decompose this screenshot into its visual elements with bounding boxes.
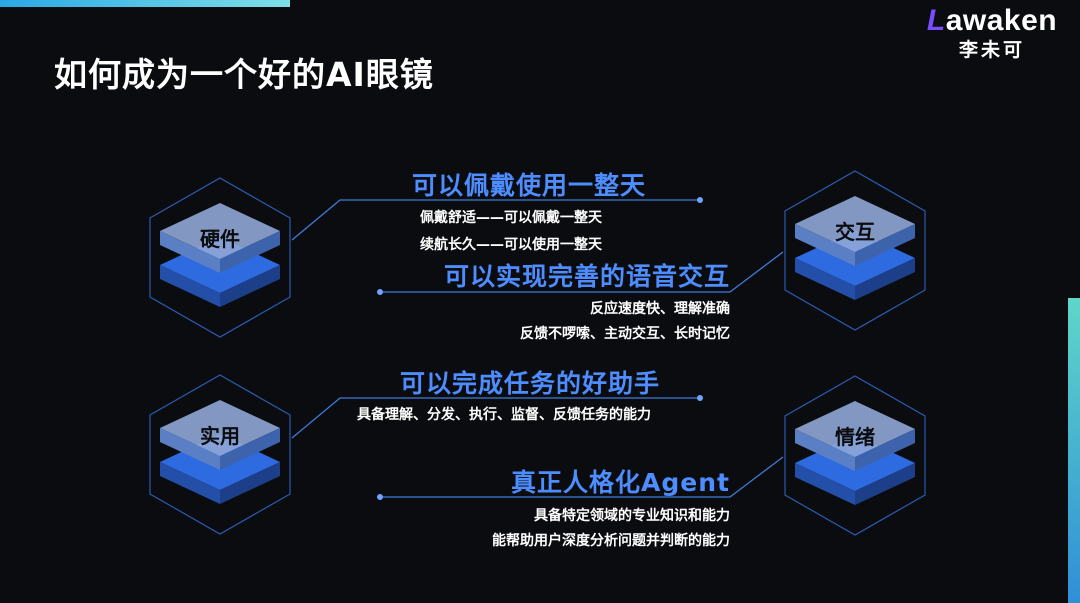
section-voice-point: 反馈不啰嗦、主动交互、长时记忆: [520, 326, 730, 342]
layers-icon: [149, 374, 291, 535]
pillar-label: 实用: [200, 424, 240, 448]
pillar-interaction: 交互: [780, 168, 930, 333]
pillar-label: 硬件: [200, 227, 240, 251]
layers-icon: [784, 170, 926, 331]
connector-voice: [380, 251, 784, 293]
logo-wordmark: Lawaken: [926, 4, 1058, 37]
section-persona-heading: 真正人格化Agent: [511, 468, 730, 497]
connector-assistant: [291, 397, 700, 439]
section-wear-heading: 可以佩戴使用一整天: [412, 171, 647, 200]
top-accent-bar: [0, 0, 290, 7]
section-wear-point: 佩戴舒适——可以佩戴一整天: [420, 210, 602, 226]
logo-subtitle: 李未可: [958, 39, 1025, 61]
pillar-hardware: 硬件: [145, 175, 295, 340]
connector-dot-wear: [697, 197, 703, 203]
connector-wear: [291, 199, 700, 241]
connector-dot-persona: [377, 494, 383, 500]
layers-icon: [149, 177, 291, 338]
connector-dot-assistant: [697, 395, 703, 401]
slide-title: 如何成为一个好的AI眼镜: [54, 55, 434, 94]
layers-icon: [784, 375, 926, 536]
section-voice-point: 反应速度快、理解准确: [590, 301, 730, 317]
pillar-label: 交互: [835, 220, 875, 244]
right-accent-bar: [1068, 298, 1080, 603]
pillar-emotion: 情绪: [780, 373, 930, 538]
section-wear-point: 续航长久——可以使用一整天: [420, 237, 602, 253]
section-assistant-heading: 可以完成任务的好助手: [400, 369, 661, 398]
section-persona-point: 具备特定领域的专业知识和能力: [534, 508, 730, 524]
connector-persona: [380, 456, 784, 498]
brand-logo: Lawaken 李未可: [912, 4, 1072, 62]
section-persona-point: 能帮助用户深度分析问题并判断的能力: [492, 533, 730, 549]
pillar-label: 情绪: [835, 425, 875, 449]
section-voice-heading: 可以实现完善的语音交互: [443, 262, 730, 291]
section-assistant-point: 具备理解、分发、执行、监督、反馈任务的能力: [357, 407, 651, 423]
connector-dot-voice: [377, 289, 383, 295]
pillar-practical: 实用: [145, 372, 295, 537]
